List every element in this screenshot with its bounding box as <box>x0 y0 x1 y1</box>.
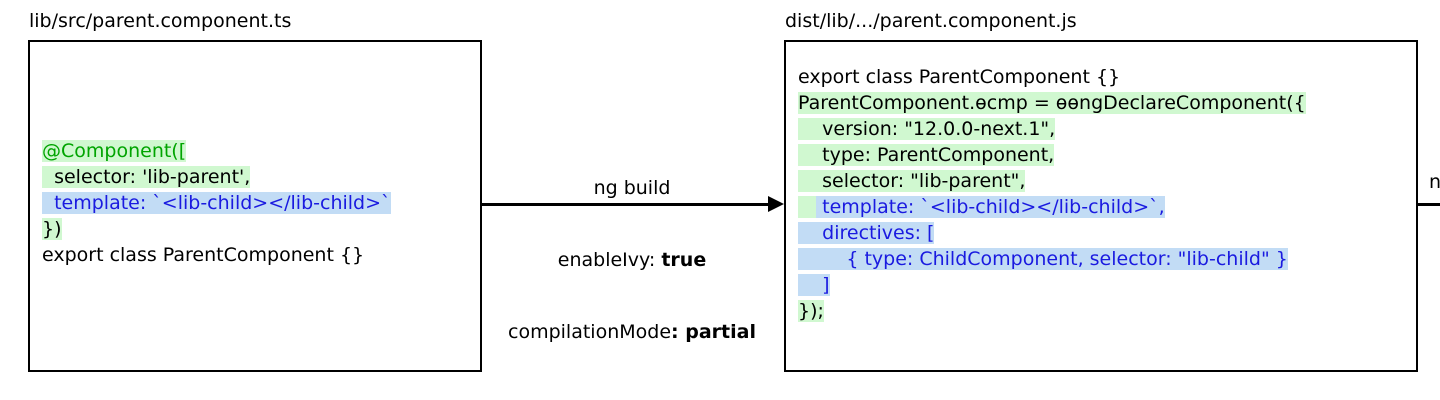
arrow-label-line-3: compilationMode: partial <box>482 320 782 344</box>
code-line: }) <box>42 216 391 242</box>
left-panel-title: lib/src/parent.component.ts <box>29 10 292 32</box>
code-line: type: ParentComponent, <box>798 142 1306 168</box>
code-segment: }) <box>42 218 62 240</box>
code-segment: export class ParentComponent {} <box>42 244 365 266</box>
left-code-block: @Component([ selector: 'lib-parent', tem… <box>42 138 391 268</box>
code-line: export class ParentComponent {} <box>42 242 391 268</box>
code-line: template: `<lib-child></lib-child>`, <box>798 194 1306 220</box>
code-line: export class ParentComponent {} <box>798 64 1306 90</box>
edge-outgoing-arrow: n <box>1418 150 1440 240</box>
arrow-shaft <box>482 203 772 206</box>
right-panel-title: dist/lib/.../parent.component.js <box>785 10 1077 32</box>
arrow-label-line-2: enableIvy: true <box>482 248 782 272</box>
code-line: }); <box>798 298 1306 324</box>
code-line: directives: [ <box>798 220 1306 246</box>
code-line: selector: 'lib-parent', <box>42 164 391 190</box>
code-segment: type: ParentComponent, <box>798 144 1055 166</box>
code-segment: selector: "lib-parent", <box>798 170 1026 192</box>
left-code-panel: @Component([ selector: 'lib-parent', tem… <box>28 40 482 372</box>
code-segment <box>798 196 817 218</box>
right-code-panel: export class ParentComponent {} ParentCom… <box>784 40 1418 372</box>
code-segment: ParentComponent.ɵcmp = ɵɵngDeclareCompon… <box>798 92 1306 114</box>
edge-arrow-shaft <box>1418 203 1440 206</box>
arrow-label-line-1: ng build <box>593 177 671 199</box>
build-arrow: ng build enableIvy: true compilationMode… <box>482 128 788 343</box>
edge-arrow-label: n <box>1429 171 1440 193</box>
arrow-label-line-2-bold: true <box>661 249 707 271</box>
code-segment: @Component([ <box>42 140 187 162</box>
code-segment: selector: 'lib-parent', <box>42 166 251 188</box>
code-segment: version: "12.0.0-next.1", <box>798 118 1056 140</box>
code-line: ] <box>798 272 1306 298</box>
code-line: { type: ChildComponent, selector: "lib-c… <box>798 246 1306 272</box>
code-line: version: "12.0.0-next.1", <box>798 116 1306 142</box>
code-line: selector: "lib-parent", <box>798 168 1306 194</box>
code-segment: { type: ChildComponent, selector: "lib-c… <box>798 248 1288 270</box>
arrow-head-icon <box>768 196 784 212</box>
code-segment: ] <box>798 274 830 296</box>
code-line: @Component([ <box>42 138 391 164</box>
code-segment: template: `<lib-child></lib-child>` <box>42 192 391 214</box>
arrow-label-line-3-normal: compilationMode <box>508 321 672 343</box>
code-segment: directives: [ <box>798 222 935 244</box>
code-segment: template: `<lib-child></lib-child>`, <box>816 196 1165 218</box>
arrow-label-line-2-normal: enableIvy: <box>557 249 662 271</box>
code-line: template: `<lib-child></lib-child>` <box>42 190 391 216</box>
arrow-label-line-3-bold: : partial <box>671 321 756 343</box>
code-segment: export class ParentComponent {} <box>798 66 1121 88</box>
right-code-block: export class ParentComponent {} ParentCom… <box>798 64 1306 324</box>
code-segment: }); <box>798 300 824 322</box>
code-line: ParentComponent.ɵcmp = ɵɵngDeclareCompon… <box>798 90 1306 116</box>
build-arrow-label: ng build enableIvy: true compilationMode… <box>482 128 782 392</box>
